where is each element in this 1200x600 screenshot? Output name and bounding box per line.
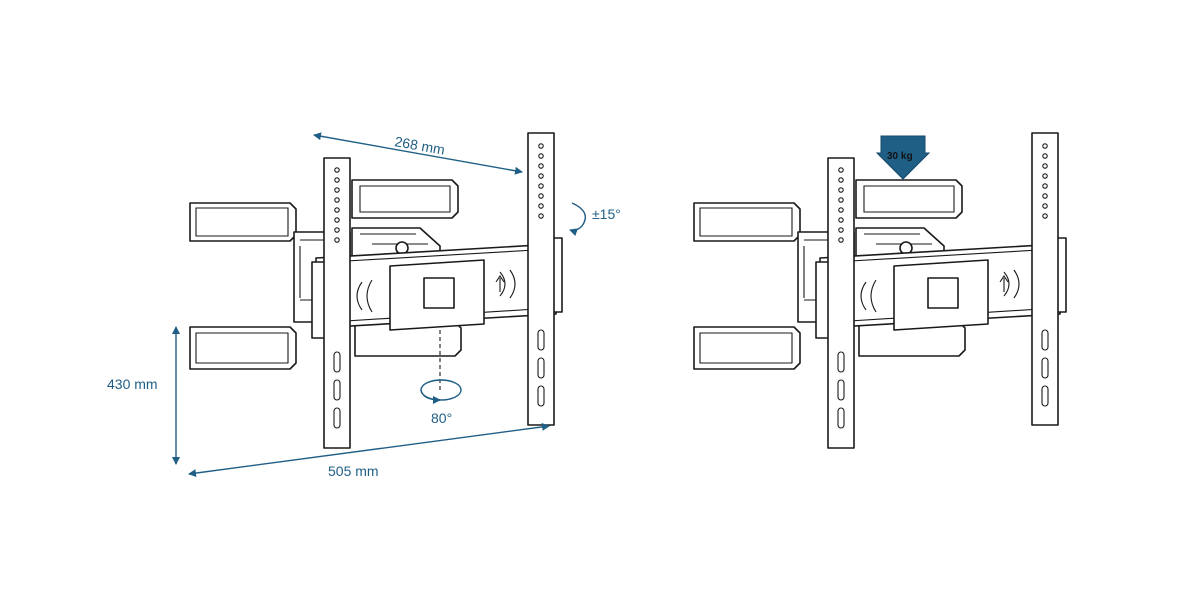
dimension-height: 430 mm <box>107 326 180 465</box>
load-label: 30 kg <box>887 151 913 162</box>
left-bracket-drawing <box>189 132 563 449</box>
down-arrow-icon: 30 kg <box>875 135 931 180</box>
tilt-label: ±15° <box>592 206 621 222</box>
right-bracket-drawing <box>693 132 1067 449</box>
width-bottom-label: 505 mm <box>328 463 379 479</box>
swivel-label: 80° <box>431 410 452 426</box>
tilt-rotation-icon: ±15° <box>569 202 621 237</box>
height-label: 430 mm <box>107 376 158 392</box>
dimension-width-bottom: 505 mm <box>188 422 550 479</box>
swivel-rotation-icon: 80° <box>420 330 462 426</box>
